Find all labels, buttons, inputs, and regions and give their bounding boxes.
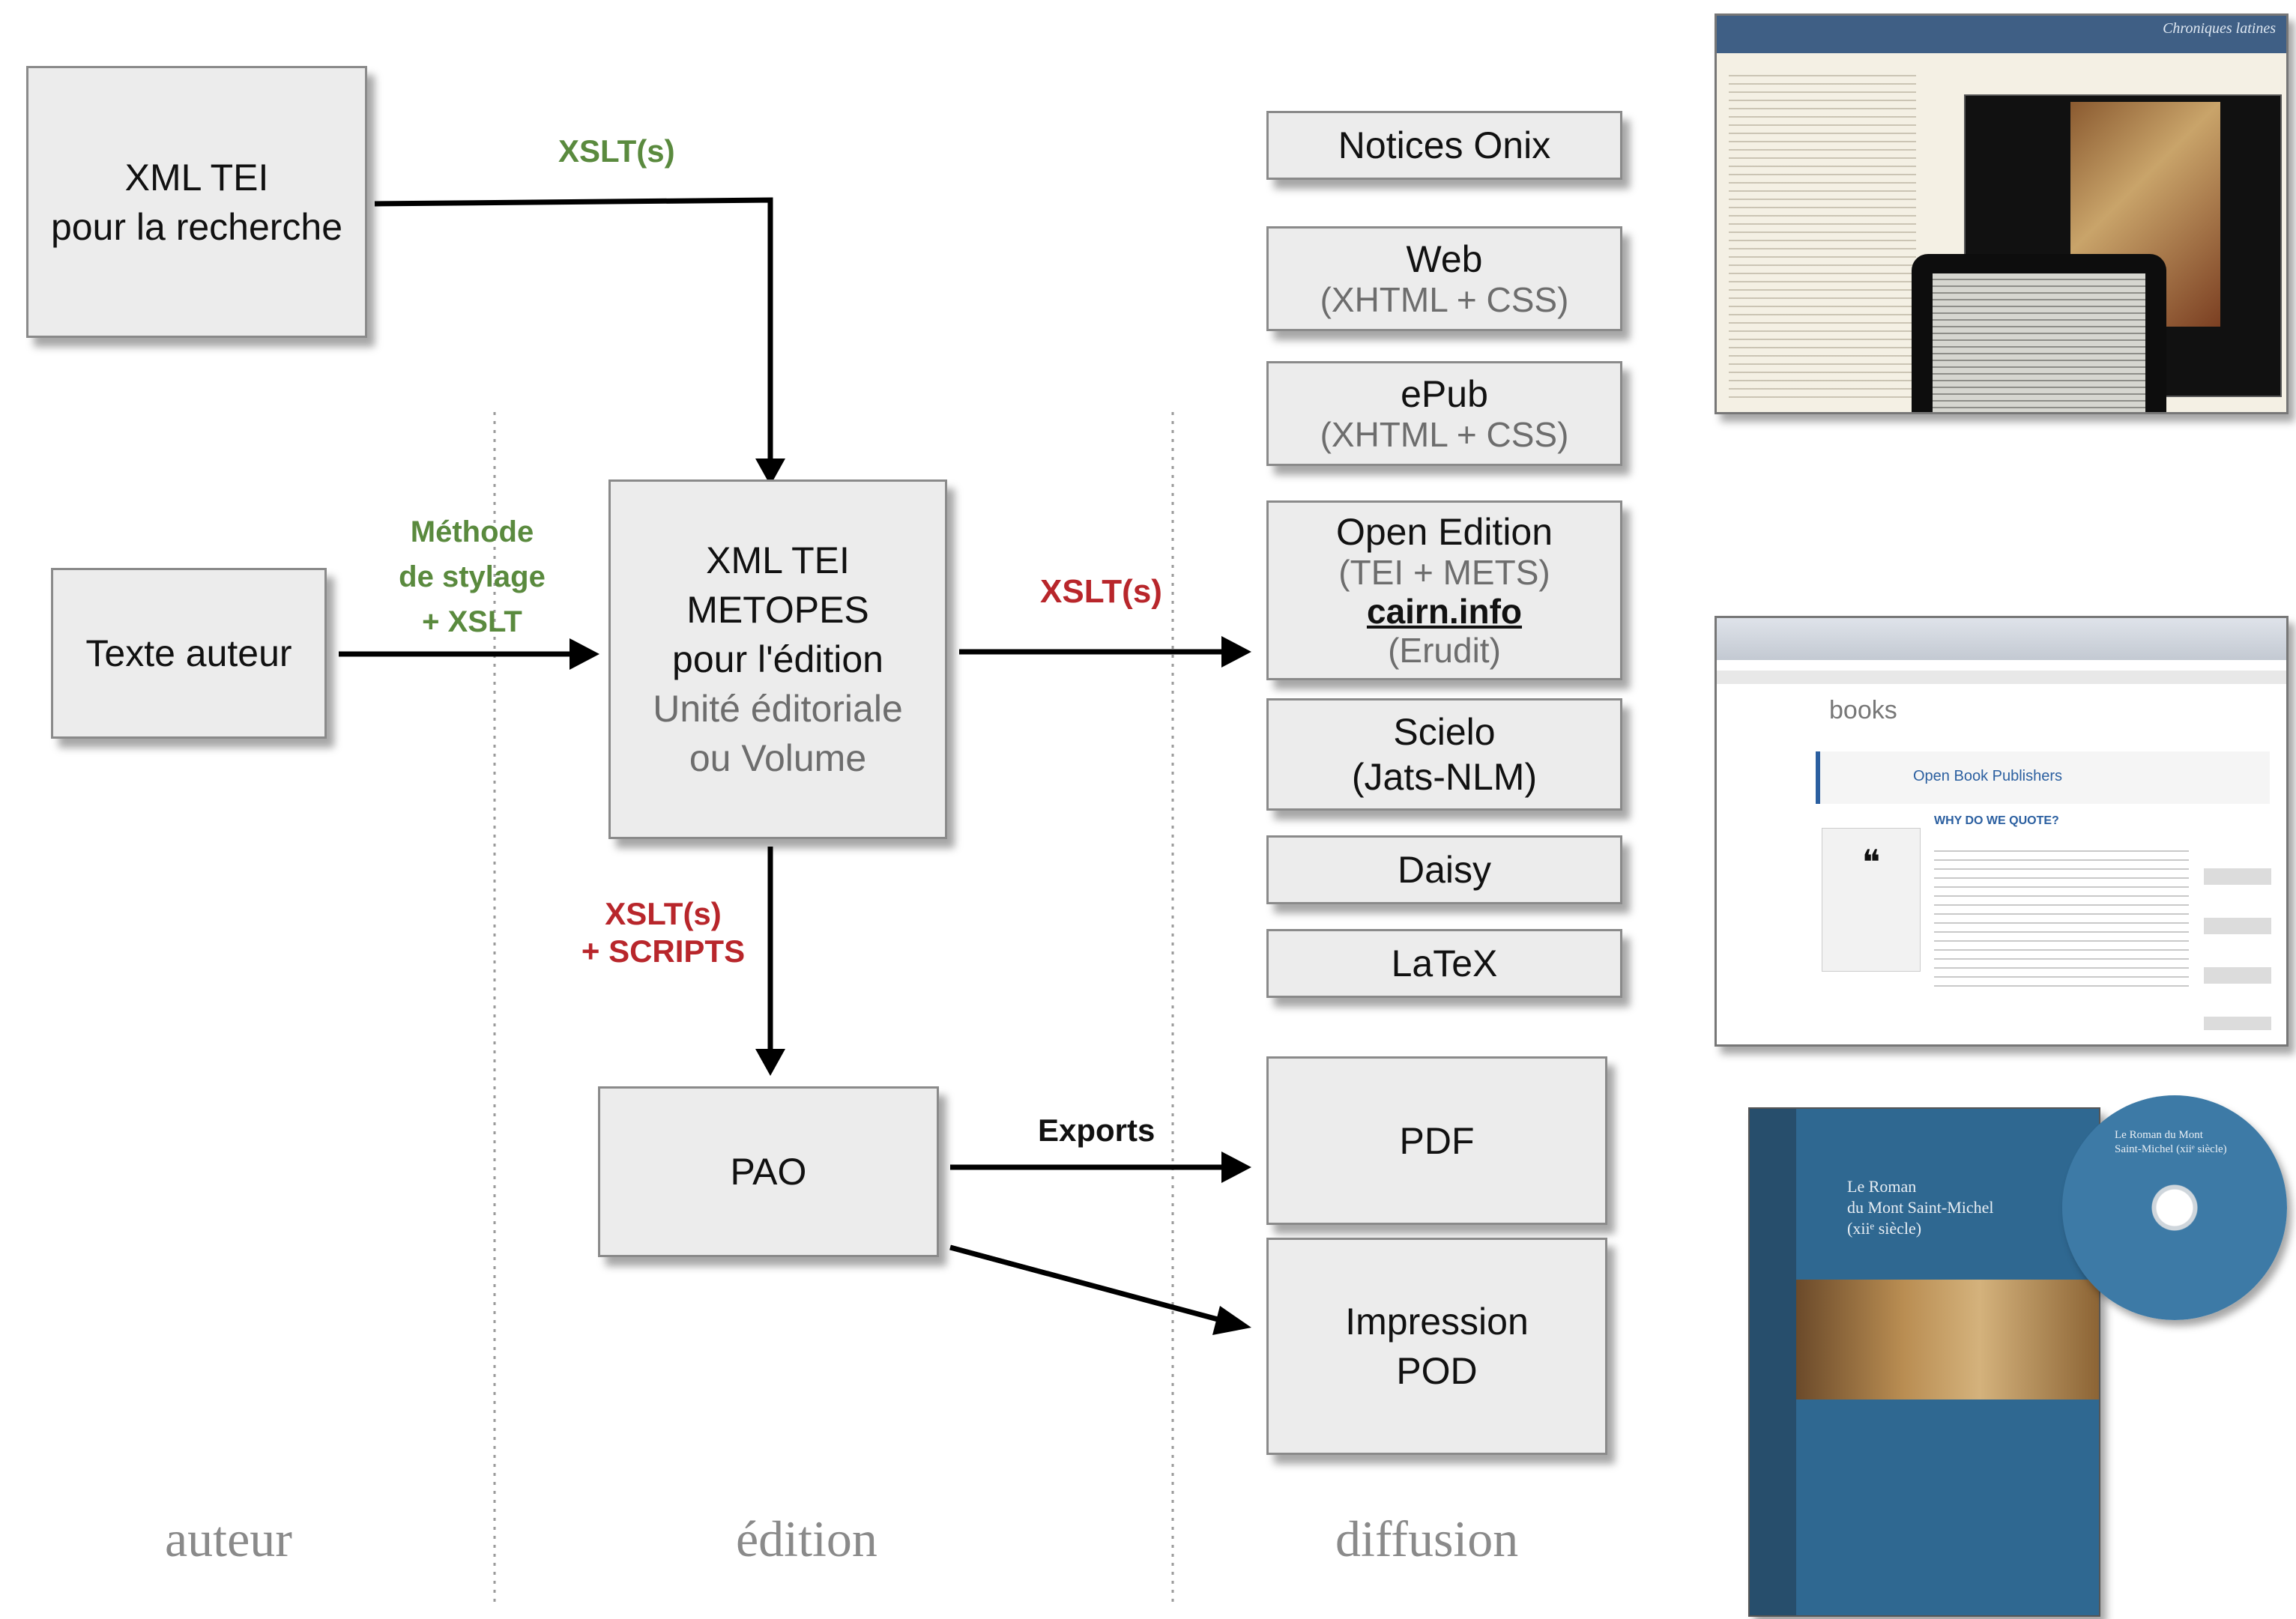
book-title: WHY DO WE QUOTE? (1934, 814, 2059, 827)
cd-title: Le Roman du Mont Saint-Michel (xiiᵉ sièc… (2115, 1128, 2227, 1157)
screenshot-openedition-books: books Open Book Publishers WHY DO WE QUO… (1715, 616, 2289, 1047)
box-line: Open Edition (1335, 511, 1553, 553)
cd-title-line: Le Roman du Mont (2115, 1129, 2203, 1141)
texte-auteur-box: Texte auteur (51, 568, 327, 739)
books-logo: books (1829, 696, 1897, 724)
box-line: ou Volume (689, 737, 867, 779)
cover-title: Le Roman du Mont Saint-Michel (xiiᵉ sièc… (1847, 1176, 1994, 1239)
box-line: (Erudit) (1388, 631, 1501, 670)
box-line: pour l'édition (672, 638, 883, 680)
box-line: POD (1396, 1350, 1478, 1392)
box-line: Scielo (1393, 711, 1496, 753)
book-cover-thumb: ❝ (1822, 828, 1921, 972)
output-daisy: Daisy (1266, 835, 1622, 904)
box-line: PAO (730, 1151, 807, 1193)
output-notices-onix: Notices Onix (1266, 111, 1622, 180)
arrow-recherche-to-metopes (374, 197, 773, 464)
cd-title-line: Saint-Michel (xiiᵉ siècle) (2115, 1143, 2227, 1155)
label-xslt-scripts: XSLT(s) + SCRIPTS (570, 895, 757, 970)
cover-illumination (1796, 1280, 2099, 1399)
cd-disc: Le Roman du Mont Saint-Michel (xiiᵉ sièc… (2062, 1095, 2287, 1320)
book-spine (1750, 1109, 1796, 1615)
box-line: XML TEI (124, 156, 269, 199)
text-column (1729, 68, 1916, 398)
label-exports: Exports (1038, 1113, 1155, 1148)
book-cover-photo: Le Roman du Mont Saint-Michel (xiiᵉ sièc… (1748, 1107, 2100, 1617)
book-description (1934, 843, 2189, 993)
pao-box: PAO (598, 1086, 939, 1257)
box-line: Impression (1345, 1301, 1529, 1343)
output-web: Web (XHTML + CSS) (1266, 226, 1622, 331)
label-xslt-top: XSLT(s) (558, 133, 675, 169)
box-line: (TEI + METS) (1338, 553, 1550, 592)
box-line: ePub (1401, 373, 1488, 415)
site-nav-bar (1717, 671, 2286, 684)
output-epub: ePub (XHTML + CSS) (1266, 361, 1622, 466)
label-methode: Méthode de stylage + XSLT (375, 509, 570, 644)
output-open-edition: Open Edition (TEI + METS) cairn.info (Er… (1266, 500, 1622, 680)
output-impression-pod: Impression POD (1266, 1238, 1607, 1455)
label-line: + SCRIPTS (581, 933, 746, 969)
column-label-edition: édition (736, 1510, 877, 1567)
box-line: Daisy (1397, 849, 1492, 891)
publisher-bar (1816, 751, 2270, 804)
label-line: XSLT(s) (605, 896, 722, 931)
xml-tei-metopes-box: XML TEI METOPES pour l'édition Unité édi… (608, 479, 947, 839)
screenshot-digital-edition: Chroniques latines (1715, 13, 2289, 414)
cover-title-line: Le Roman (1847, 1177, 1917, 1196)
box-line: Web (1406, 238, 1483, 280)
site-title: Chroniques latines (2163, 20, 2276, 37)
column-label-diffusion: diffusion (1335, 1510, 1519, 1567)
label-xslt-mid: XSLT(s) (1040, 573, 1162, 610)
box-line: LaTeX (1391, 942, 1498, 984)
cover-title-line: du Mont Saint-Michel (1847, 1198, 1994, 1217)
output-pdf: PDF (1266, 1056, 1607, 1225)
box-line: METOPES (686, 589, 869, 631)
box-line: Unité éditoriale (653, 688, 903, 730)
xml-tei-recherche-box: XML TEI pour la recherche (26, 66, 367, 338)
box-line: cairn.info (1366, 592, 1523, 631)
label-line: de stylage (399, 560, 546, 593)
box-line: (Jats-NLM) (1351, 756, 1538, 798)
box-line: PDF (1399, 1119, 1475, 1162)
tablet-frame (1912, 254, 2166, 412)
box-line: XML TEI (706, 539, 850, 581)
sidebar-icons (2204, 835, 2271, 1030)
box-line: Texte auteur (85, 632, 292, 674)
label-line: + XSLT (422, 605, 522, 638)
tablet-screen (1933, 273, 2145, 412)
browser-toolbar (1717, 618, 2286, 660)
box-line: (XHTML + CSS) (1320, 415, 1569, 454)
box-line: pour la recherche (50, 205, 343, 248)
column-label-auteur: auteur (165, 1510, 292, 1567)
box-line: (XHTML + CSS) (1320, 280, 1569, 319)
arrow-pao-to-impression (949, 1244, 1230, 1325)
site-header-bar (1717, 16, 2286, 53)
publisher-name: Open Book Publishers (1913, 768, 2063, 784)
label-line: Méthode (410, 515, 534, 548)
output-latex: LaTeX (1266, 929, 1622, 998)
output-scielo: Scielo (Jats-NLM) (1266, 698, 1622, 811)
box-line: Notices Onix (1338, 124, 1551, 166)
cover-title-line: (xiiᵉ siècle) (1847, 1219, 1922, 1238)
